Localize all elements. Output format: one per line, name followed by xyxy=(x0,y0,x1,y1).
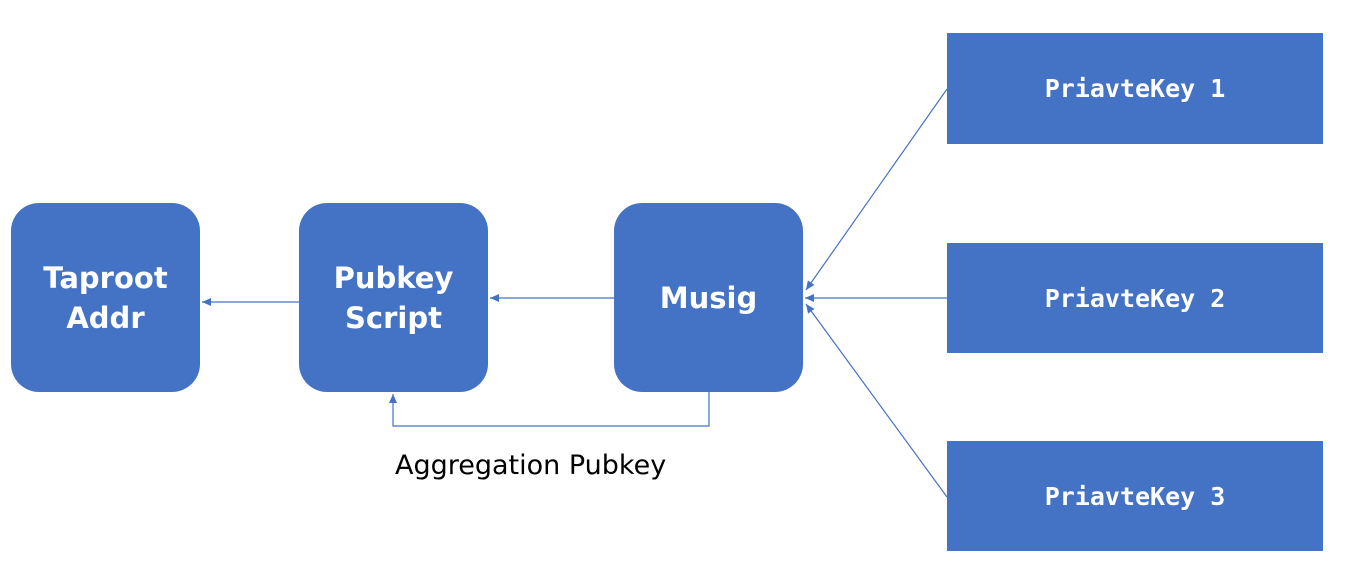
private-key-2-label: PriavteKey 2 xyxy=(1044,283,1226,313)
taproot-addr-node: Taproot Addr xyxy=(11,203,200,392)
taproot-addr-label: Taproot Addr xyxy=(43,260,168,335)
private-key-2-node: PriavteKey 2 xyxy=(947,243,1323,353)
private-key-1-node: PriavteKey 1 xyxy=(947,33,1323,144)
private-key-1-label: PriavteKey 1 xyxy=(1044,74,1226,103)
edge-aggregation-pubkey xyxy=(389,392,710,427)
edge-privatekey3-to-musig xyxy=(805,303,948,498)
pubkey-script-label: Pubkey Script xyxy=(333,260,454,335)
aggregation-pubkey-label: Aggregation Pubkey xyxy=(395,450,667,481)
musig-label: Musig xyxy=(659,280,758,315)
private-key-3-node: PriavteKey 3 xyxy=(947,441,1323,551)
edge-privatekey1-to-musig xyxy=(805,88,948,291)
private-key-3-label: PriavteKey 3 xyxy=(1044,481,1226,511)
pubkey-script-node: Pubkey Script xyxy=(299,203,488,392)
musig-node: Musig xyxy=(614,203,803,392)
